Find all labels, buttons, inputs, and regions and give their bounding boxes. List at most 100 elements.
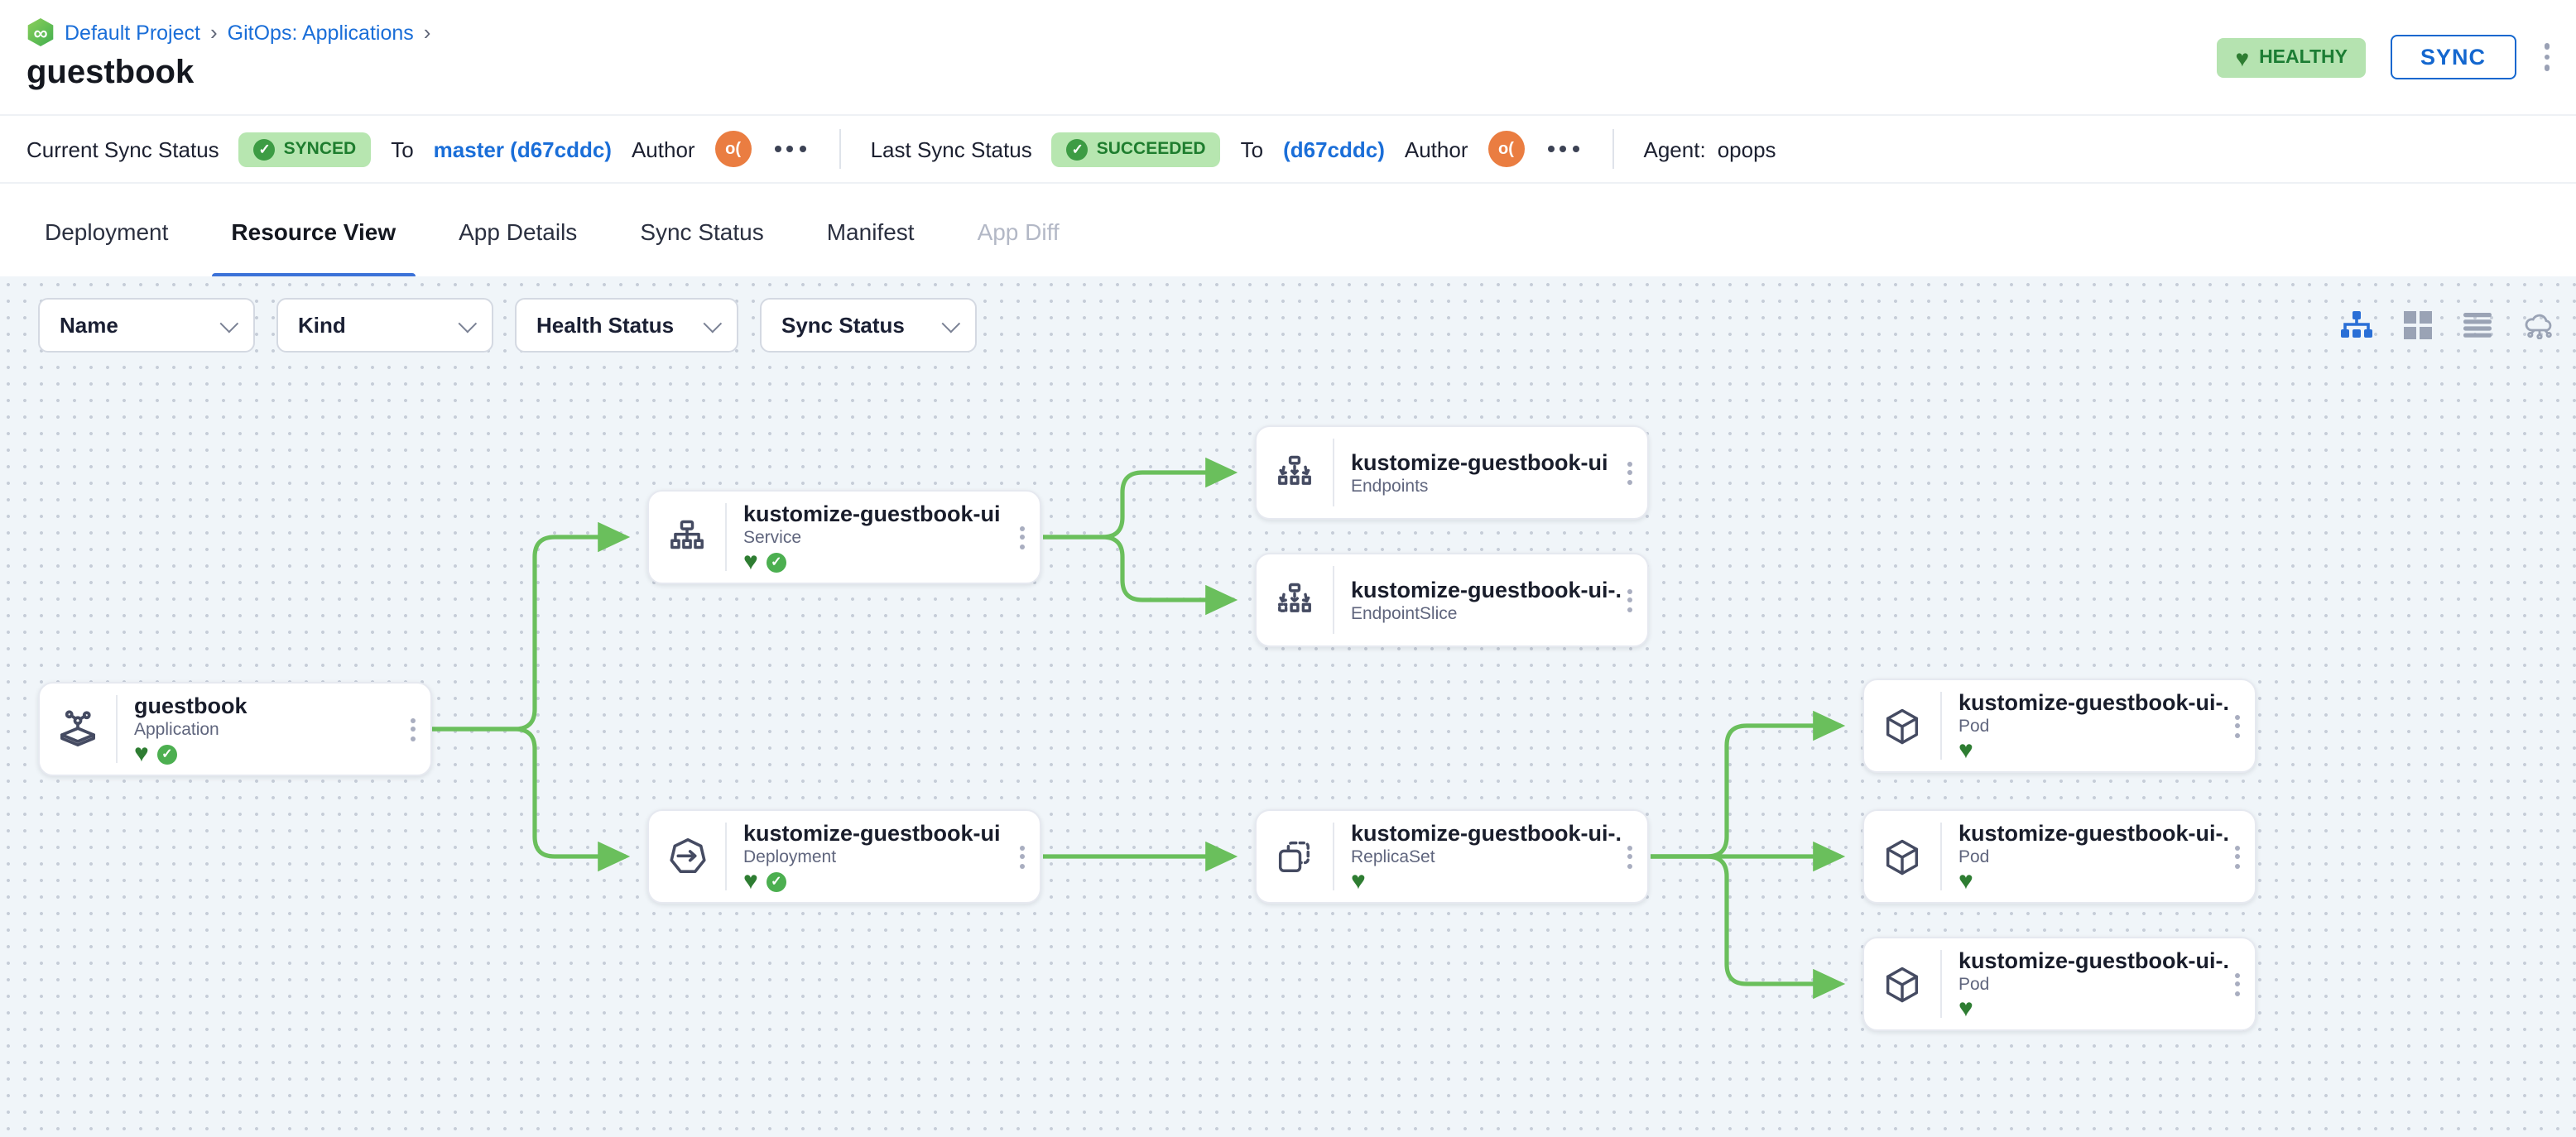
healthy-icon [1958,873,1973,890]
tab-manifest[interactable]: Manifest [826,218,915,244]
node-menu-button[interactable] [1624,454,1647,491]
resource-kind: Application [134,719,219,739]
node-menu-button[interactable] [2232,966,2255,1002]
edge-app-to-service [432,521,631,732]
resource-kind: Pod [1958,716,1990,736]
divider [1612,129,1614,169]
synced-icon [766,871,786,891]
healthy-icon [743,554,758,570]
divider [116,695,118,763]
breadcrumb-project-link[interactable]: Default Project [65,21,200,44]
tab-app-details[interactable]: App Details [459,218,578,244]
resource-kind: EndpointSlice [1351,603,1458,623]
chevron-down-icon [703,313,723,333]
resource-filters: Name Kind Health Status Sync Status [38,298,977,353]
node-menu-button[interactable] [1624,838,1647,875]
service-icon [649,516,725,559]
author-label: Author [631,137,695,161]
node-endpointslice[interactable]: kustomize-guestbook-ui-... EndpointSlice [1255,553,1649,647]
replicaset-icon [1257,835,1333,878]
breadcrumb-separator: › [209,20,218,45]
resource-name: kustomize-guestbook-ui-... [1958,948,2228,972]
node-application-guestbook[interactable]: guestbook Application [38,682,432,776]
hierarchy-view-icon[interactable] [2341,310,2372,338]
node-menu-button[interactable] [407,711,430,747]
node-menu-button[interactable] [1016,519,1040,555]
last-sync-status-label: Last Sync Status [870,137,1032,161]
succeeded-badge: SUCCEEDED [1051,132,1221,166]
node-menu-button[interactable] [2232,708,2255,744]
node-menu-button[interactable] [1016,838,1040,875]
agent-label: Agent: [1643,137,1706,161]
divider [1333,823,1334,890]
tab-app-diff: App Diff [977,218,1060,244]
last-commit-link[interactable]: (d67cddc) [1283,137,1385,161]
heart-icon [2235,49,2249,65]
page-title: guestbook [26,55,195,91]
pod-icon [1864,835,1940,878]
divider [1940,692,1942,760]
divider [1940,823,1942,890]
tab-resource-view[interactable]: Resource View [211,184,416,278]
chevron-down-icon [458,313,478,333]
resource-kind: Deployment [743,847,837,866]
healthy-icon [1351,873,1366,890]
filter-name-dropdown[interactable]: Name [38,298,255,353]
node-menu-button[interactable] [1624,582,1647,618]
resource-kind: Endpoints [1351,476,1429,496]
edge-service-to-endpointslice [1043,535,1238,616]
filter-health-status-dropdown[interactable]: Health Status [515,298,738,353]
grid-view-icon[interactable] [2404,310,2432,338]
filter-kind-dropdown[interactable]: Kind [276,298,493,353]
list-view-icon[interactable] [2463,312,2492,337]
sync-button[interactable]: SYNC [2390,35,2516,79]
author-label: Author [1404,137,1468,161]
node-deployment[interactable]: kustomize-guestbook-ui Deployment [647,809,1041,904]
edge-replicaset-to-pod3 [1651,854,1846,1000]
deployment-icon [649,834,725,879]
tab-sync-status[interactable]: Sync Status [640,218,764,244]
filter-label: Name [60,313,118,338]
edge-replicaset-to-pod1 [1651,710,1846,859]
cloud-view-icon[interactable] [2523,309,2556,339]
node-pod-2[interactable]: kustomize-guestbook-ui-... Pod [1862,809,2256,904]
node-service[interactable]: kustomize-guestbook-ui Service [647,490,1041,584]
breadcrumb-applications-link[interactable]: GitOps: Applications [227,21,414,44]
view-toggle-group [2341,309,2556,339]
node-endpoints[interactable]: kustomize-guestbook-ui Endpoints [1255,425,1649,520]
synced-badge-label: SYNCED [283,139,357,159]
divider [1940,950,1942,1018]
synced-icon [766,552,786,572]
filter-label: Health Status [536,313,675,338]
commit-more-options-icon[interactable] [771,142,810,156]
node-menu-button[interactable] [2232,838,2255,875]
divider [725,823,727,890]
resource-name: kustomize-guestbook-ui-... [1351,577,1621,602]
node-pod-1[interactable]: kustomize-guestbook-ui-... Pod [1862,679,2256,773]
author-avatar[interactable]: o( [1487,131,1525,167]
application-icon [40,706,116,752]
filter-sync-status-dropdown[interactable]: Sync Status [760,298,977,353]
resource-tree-canvas[interactable]: Name Kind Health Status Sync Status [0,276,2576,1137]
commit-more-options-icon[interactable] [1545,142,1583,156]
resource-name: kustomize-guestbook-ui-... [1958,820,2228,845]
chevron-down-icon [941,313,961,333]
resource-name: kustomize-guestbook-ui-... [1958,689,2228,714]
healthy-icon [1958,742,1973,759]
endpoints-icon [1257,451,1333,494]
tab-deployment[interactable]: Deployment [45,218,169,244]
resource-name: kustomize-guestbook-ui-... [1351,820,1621,845]
divider [725,503,727,571]
author-avatar[interactable]: o( [714,131,752,167]
node-replicaset[interactable]: kustomize-guestbook-ui-... ReplicaSet [1255,809,1649,904]
current-sync-status-label: Current Sync Status [26,137,219,161]
check-circle-icon [253,138,276,160]
pod-icon [1864,962,1940,1005]
resource-kind: Service [743,527,802,547]
health-badge-label: HEALTHY [2259,47,2348,67]
current-commit-link[interactable]: master (d67cddc) [433,137,612,161]
header-more-options-button[interactable] [2540,41,2553,74]
synced-badge: SYNCED [238,132,372,166]
node-pod-3[interactable]: kustomize-guestbook-ui-... Pod [1862,937,2256,1031]
resource-name: kustomize-guestbook-ui [1351,449,1608,474]
